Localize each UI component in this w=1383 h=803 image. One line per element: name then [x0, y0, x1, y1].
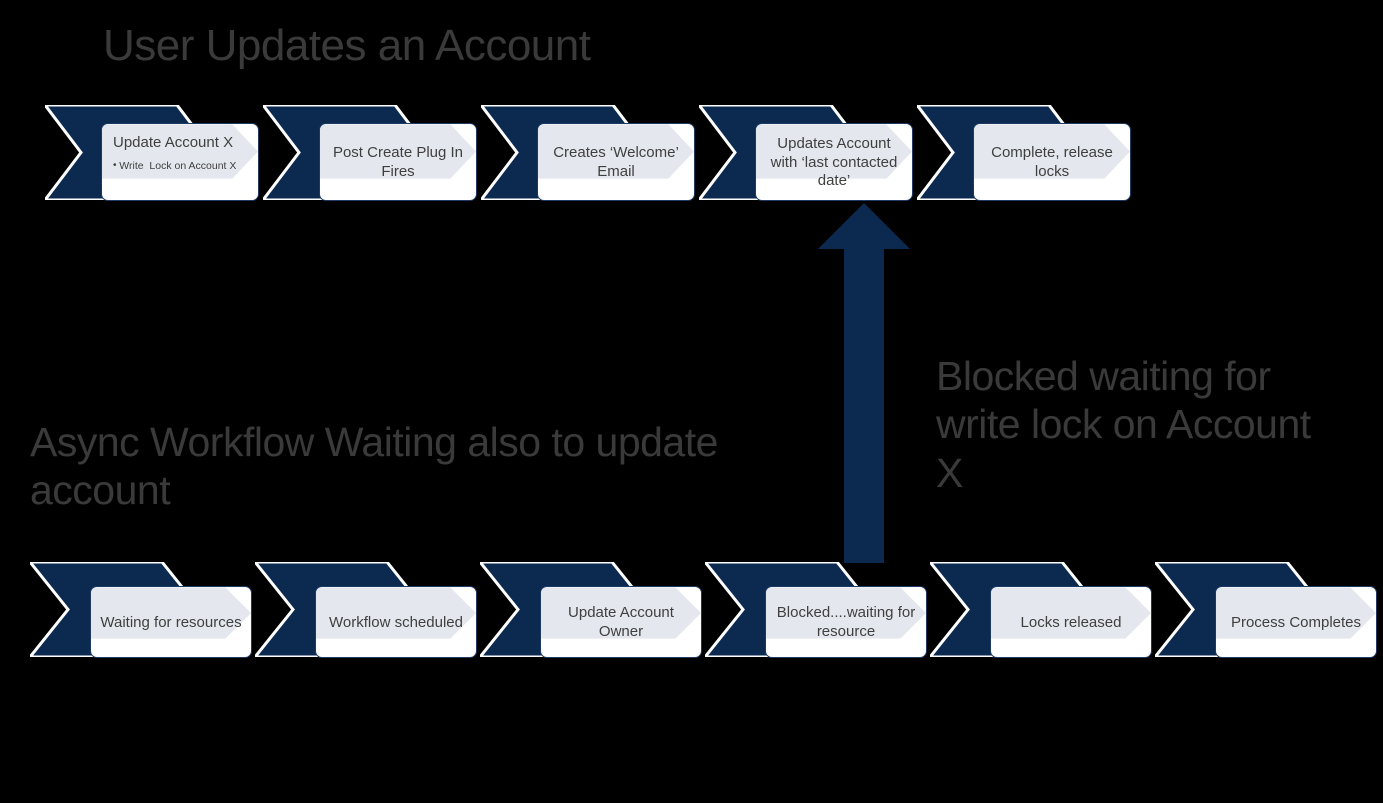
step-bullet: • Write Lock on Account X: [113, 160, 250, 173]
process-step[interactable]: Update Account X • Write Lock on Account …: [45, 105, 259, 201]
step-label-text: Workflow scheduled: [329, 613, 463, 631]
step-card[interactable]: Workflow scheduled: [315, 586, 477, 658]
step-card[interactable]: Creates ‘Welcome’ Email: [537, 123, 695, 201]
step-label-text: Update Account X: [113, 134, 234, 151]
step-label-text: Locks released: [1020, 613, 1122, 631]
process-step[interactable]: Creates ‘Welcome’ Email: [481, 105, 695, 201]
chevron-shape-gray: [320, 124, 476, 179]
process-step[interactable]: Process Completes: [1155, 562, 1377, 658]
step-card[interactable]: Process Completes: [1215, 586, 1377, 658]
chevron-shape-gray: [1216, 587, 1376, 639]
step-card[interactable]: Update Account X • Write Lock on Account …: [101, 123, 259, 201]
step-label: Waiting for resources: [91, 587, 251, 657]
chevron-shape-gray: [974, 124, 1130, 179]
step-label-text: Waiting for resources: [100, 613, 242, 631]
process-step[interactable]: Waiting for resources: [30, 562, 252, 658]
step-card[interactable]: Post Create Plug In Fires: [319, 123, 477, 201]
process-step[interactable]: Updates Account with ‘last contacted dat…: [699, 105, 913, 201]
step-label-text: Update Account Owner: [568, 604, 674, 640]
process-step[interactable]: Complete, release locks: [917, 105, 1131, 201]
step-label-text: Creates ‘Welcome’ Email: [553, 144, 679, 180]
chevron-shape-gray: [91, 587, 251, 639]
step-label-text: Complete, release locks: [991, 144, 1113, 180]
step-bullet-text: Write Lock on Account X: [119, 159, 237, 172]
step-label: Blocked....waiting for resource: [766, 587, 926, 657]
step-label-text: Blocked....waiting for resource: [776, 604, 916, 640]
step-label: Locks released: [991, 587, 1151, 657]
blocked-waiting-annotation: Blocked waiting for write lock on Accoun…: [936, 353, 1311, 496]
step-label: Update Account X • Write Lock on Account …: [113, 134, 250, 172]
chevron-shape-gray: [766, 587, 926, 639]
chevron-shape-gray: [541, 587, 701, 639]
chevron-shape-gray: [756, 124, 912, 179]
step-label: Complete, release locks: [974, 124, 1130, 200]
step-card[interactable]: Blocked....waiting for resource: [765, 586, 927, 658]
step-label: Workflow scheduled: [316, 587, 476, 657]
step-card[interactable]: Complete, release locks: [973, 123, 1131, 201]
process-step[interactable]: Update Account Owner: [480, 562, 702, 658]
chevron-shape-gray: [538, 124, 694, 179]
process-step[interactable]: Workflow scheduled: [255, 562, 477, 658]
bullet-dot-icon: •: [113, 159, 120, 171]
step-card[interactable]: Waiting for resources: [90, 586, 252, 658]
process-step[interactable]: Blocked....waiting for resource: [705, 562, 927, 658]
step-label-text: Post Create Plug In Fires: [332, 144, 464, 180]
step-label: Updates Account with ‘last contacted dat…: [756, 124, 912, 200]
process-step[interactable]: Locks released: [930, 562, 1152, 658]
step-label-text: Process Completes: [1230, 613, 1362, 631]
step-card[interactable]: Updates Account with ‘last contacted dat…: [755, 123, 913, 201]
step-label: Process Completes: [1216, 587, 1376, 657]
chevron-shape-gray: [991, 587, 1151, 639]
step-label: Post Create Plug In Fires: [320, 124, 476, 200]
chevron-shape-gray: [102, 124, 258, 179]
step-label: Creates ‘Welcome’ Email: [538, 124, 694, 200]
step-label: Update Account Owner: [541, 587, 701, 657]
process-step[interactable]: Post Create Plug In Fires: [263, 105, 477, 201]
blocked-upward-arrow: [818, 203, 910, 563]
step-card[interactable]: Locks released: [990, 586, 1152, 658]
page-title: User Updates an Account: [103, 21, 591, 70]
step-label-text: Updates Account with ‘last contacted dat…: [770, 135, 898, 190]
async-workflow-annotation: Async Workflow Waiting also to update ac…: [30, 419, 718, 514]
step-card[interactable]: Update Account Owner: [540, 586, 702, 658]
chevron-shape-gray: [316, 587, 476, 639]
